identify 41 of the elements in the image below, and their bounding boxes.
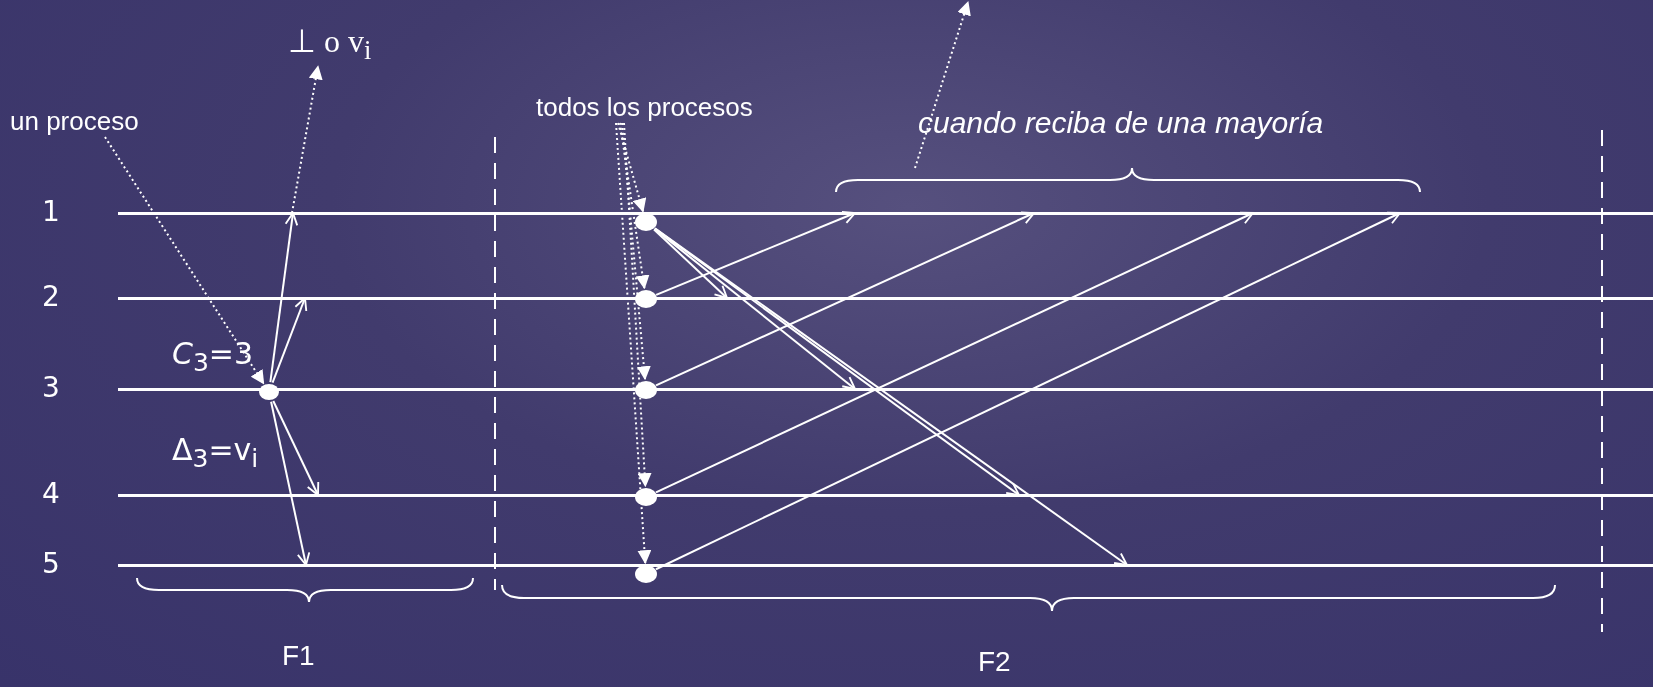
dotted-arrow xyxy=(914,0,971,169)
event-dot xyxy=(635,213,657,231)
note-text: cuando reciba de una mayoría xyxy=(918,106,1324,140)
event-dot xyxy=(635,381,657,399)
process-timeline xyxy=(118,387,1653,391)
annotation-text: todos los procesos xyxy=(536,92,753,123)
message-arrow xyxy=(653,227,1128,566)
event-dot xyxy=(635,290,657,308)
process-number: 2 xyxy=(42,280,60,313)
message-arrow xyxy=(271,297,308,384)
annotation-text: un proceso xyxy=(10,106,139,137)
dotted-arrow xyxy=(623,122,652,488)
dotted-arrow xyxy=(617,122,647,213)
event-dot xyxy=(635,565,657,583)
process-number: 5 xyxy=(42,547,60,580)
dotted-arrow xyxy=(615,122,652,565)
message-arrow xyxy=(270,400,311,566)
curly-brace xyxy=(835,167,1421,193)
dotted-arrow xyxy=(291,65,323,214)
process-number: 4 xyxy=(42,477,60,510)
event-dot xyxy=(635,488,657,506)
process-timeline xyxy=(118,563,1653,567)
message-arrow xyxy=(269,212,299,384)
event-dot xyxy=(259,384,279,400)
message-arrow xyxy=(653,228,728,299)
message-arrow xyxy=(655,211,856,296)
process-timeline xyxy=(118,211,1653,215)
note-text: C$_{3}$=3 xyxy=(172,336,254,377)
note-text: F2 xyxy=(978,646,1011,678)
message-arrow xyxy=(653,227,856,390)
process-timeline xyxy=(118,493,1653,497)
process-number: 1 xyxy=(42,195,60,228)
dotted-arrow xyxy=(104,136,265,385)
note-text: Δ$_{3}$=v$_{i}$ xyxy=(172,432,259,473)
annotation-text: ⊥ o v$_{i}$ xyxy=(288,22,372,67)
note-text: F1 xyxy=(282,640,315,672)
dotted-arrow xyxy=(619,122,650,290)
process-timeline xyxy=(118,296,1653,300)
dotted-arrow xyxy=(621,122,651,381)
message-arrow xyxy=(272,400,320,496)
process-number: 3 xyxy=(42,371,60,404)
